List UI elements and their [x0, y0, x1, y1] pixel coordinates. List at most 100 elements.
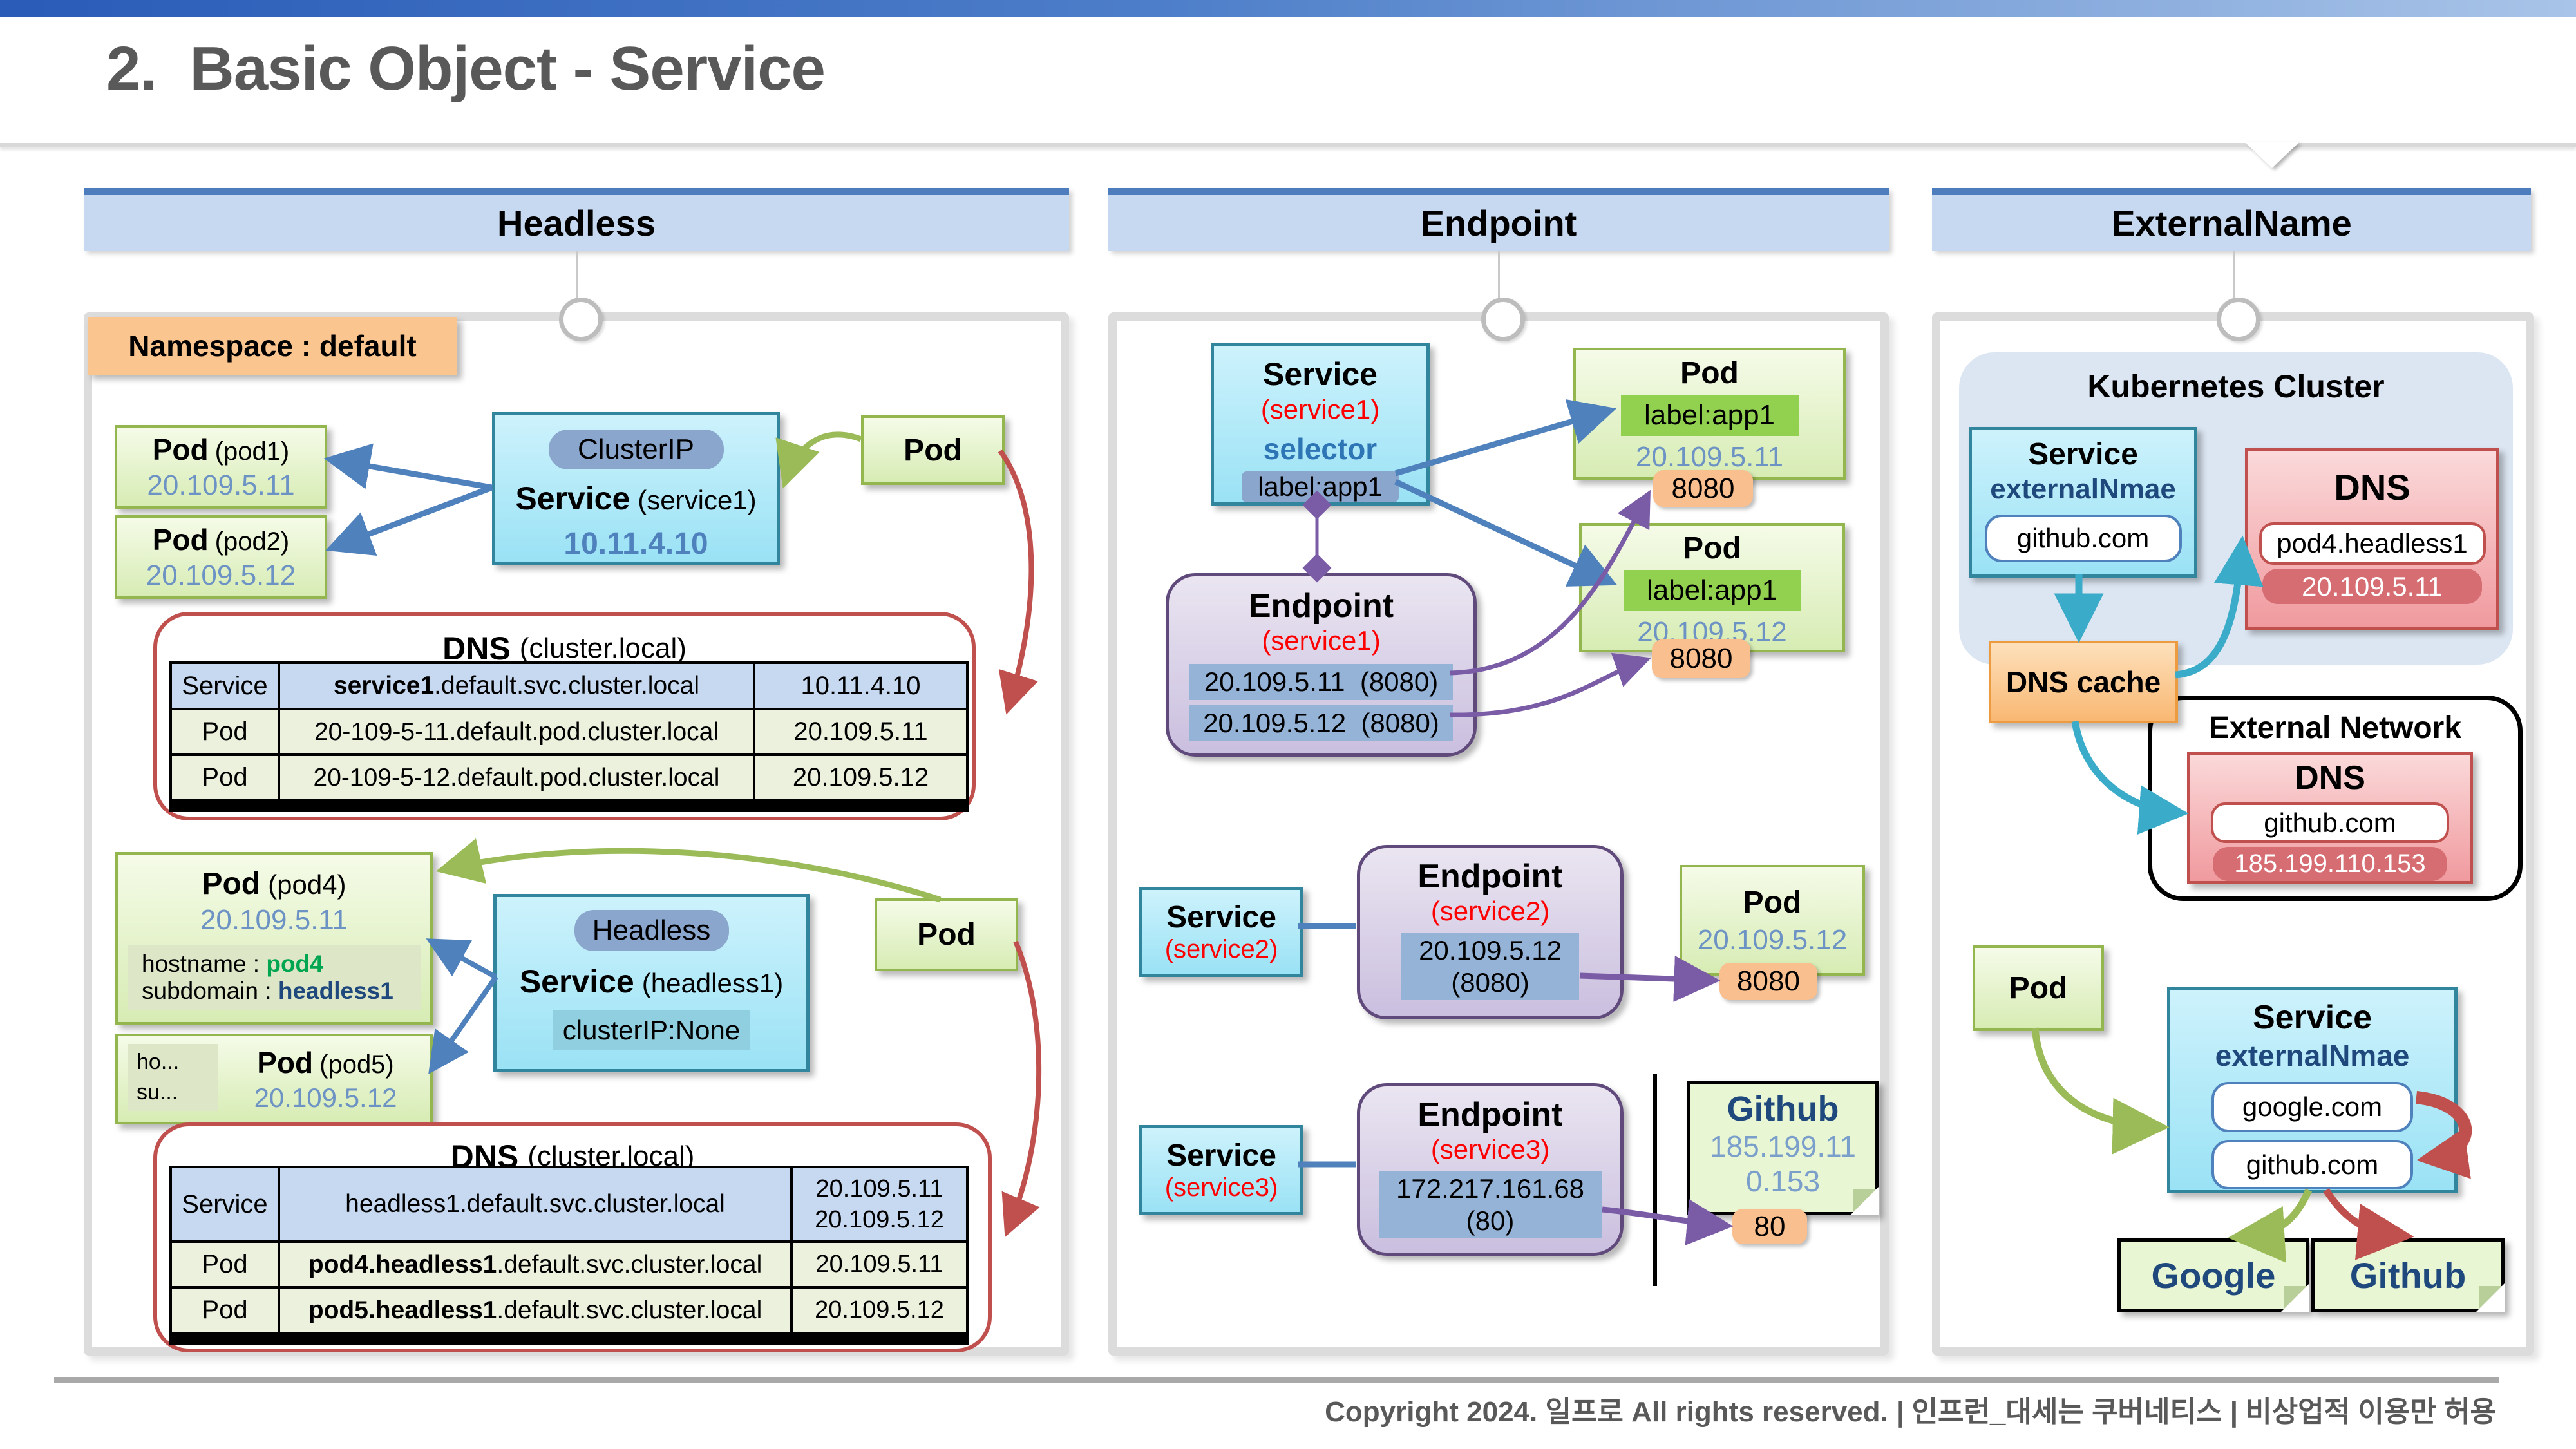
folded-corner-cut — [2476, 1283, 2505, 1312]
connector-line — [2233, 251, 2235, 301]
dns2-r3-ip: 20.109.5.12 — [793, 1289, 966, 1332]
ep-endpoint2-box: Endpoint (service2) 20.109.5.12(8080) — [1357, 845, 1624, 1019]
connector-line — [1498, 251, 1500, 301]
pod5-title: Pod(pod5) — [257, 1045, 394, 1079]
ep-poda-title: Pod — [1680, 356, 1739, 390]
ep-podb-title: Pod — [1683, 531, 1741, 565]
panel-header-endpoint: Endpoint — [1108, 188, 1889, 251]
dns-cache-box: DNS cache — [1989, 641, 2178, 723]
divider-notch-icon — [2245, 142, 2299, 168]
pod4-ip: 20.109.5.11 — [200, 904, 348, 936]
connector-ring — [559, 298, 603, 341]
ext-dns-top-box: DNS pod4.headless1 20.109.5.11 — [2245, 448, 2499, 630]
dns2-r2-type: Pod — [172, 1243, 278, 1286]
dns-table2: Service headless1.default.svc.cluster.lo… — [169, 1166, 969, 1345]
pod5-info: Pod(pod5) 20.109.5.12 — [221, 1036, 430, 1122]
pod5-hostname-trunc: ho... — [137, 1050, 180, 1074]
clusterip-service-box: ClusterIP Service(service1) 10.11.4.10 — [492, 412, 780, 565]
panel-header-externalname: ExternalName — [1932, 188, 2531, 251]
pod4-dns-fields: hostname : pod4 subdomain : headless1 — [128, 945, 421, 1010]
dns1-r1-domain: service1.default.svc.cluster.local — [280, 664, 753, 708]
ext-service-top-domain: github.com — [1984, 515, 2182, 562]
ext-service-top-box: Service externalNmae github.com — [1969, 427, 2197, 578]
dns2-r3-domain: pod5.headless1.default.svc.cluster.local — [280, 1289, 790, 1332]
dns1-r2-domain: 20-109-5-11.default.pod.cluster.local — [280, 710, 753, 753]
ep-endpoint3-row: 172.217.161.68(80) — [1379, 1171, 1602, 1238]
dns1-r3-domain: 20-109-5-12.default.pod.cluster.local — [280, 756, 753, 799]
ep-service2-name: Service — [1166, 900, 1276, 934]
pod2-title: Pod(pod2) — [152, 523, 290, 556]
namespace-label: Namespace : default — [88, 317, 457, 375]
ep-service3-box: Service (service3) — [1139, 1125, 1303, 1215]
ext-dns-ext-record: github.com — [2211, 802, 2449, 844]
clusterip-badge: ClusterIP — [548, 430, 724, 469]
ep-podb-box: Pod label:app1 20.109.5.12 — [1579, 523, 1845, 652]
ep-endpoint2-id: (service2) — [1430, 896, 1550, 926]
dns2-r2-ip: 20.109.5.11 — [793, 1243, 966, 1286]
ext-dns-ext-ip: 185.199.110.153 — [2213, 847, 2447, 881]
ep-endpoint1-row1: 20.109.5.11 (8080) — [1189, 664, 1453, 700]
pod4-title: Pod(pod4) — [202, 867, 346, 901]
network-boundary-bar — [1653, 1074, 1657, 1286]
ep-endpoint2-row: 20.109.5.12(8080) — [1401, 933, 1579, 1000]
ep-endpoint1-box: Endpoint (service1) 20.109.5.11 (8080) 2… — [1166, 573, 1477, 757]
ext-dns-ext-box: DNS github.com 185.199.110.153 — [2187, 752, 2473, 884]
ep-poda-port-tag: 8080 — [1653, 470, 1753, 507]
footer-divider — [54, 1377, 2499, 1383]
dns1-r3-ip: 20.109.5.12 — [755, 756, 966, 799]
service1-title: Service(service1) — [515, 480, 757, 516]
ep-endpoint1-row2: 20.109.5.12 (8080) — [1189, 705, 1453, 741]
ext-service-bottom-box: Service externalNmae google.com github.c… — [2167, 987, 2458, 1193]
headless-service-box: Headless Service(headless1) clusterIP:No… — [493, 894, 810, 1072]
pod1-box: Pod(pod1) 20.109.5.11 — [115, 425, 327, 509]
pod5-box: ho... su... Pod(pod5) 20.109.5.12 — [115, 1034, 433, 1124]
ep-podc-box: Pod 20.109.5.12 — [1680, 865, 1865, 976]
ep-service3-id: (service3) — [1164, 1173, 1278, 1202]
external-network-title: External Network — [2208, 711, 2462, 745]
ep-poda-label: label:app1 — [1620, 395, 1799, 436]
dns2-r2-domain: pod4.headless1.default.svc.cluster.local — [280, 1243, 790, 1286]
ep-endpoint2-name: Endpoint — [1417, 858, 1563, 895]
pod2-ip: 20.109.5.12 — [146, 560, 296, 591]
ep-endpoint3-id: (service3) — [1430, 1134, 1550, 1164]
dns1-r2-ip: 20.109.5.11 — [755, 710, 966, 753]
ep-selector-value: label:app1 — [1242, 471, 1399, 502]
ep-selector-label: selector — [1263, 432, 1378, 466]
ep-podb-port-tag: 8080 — [1652, 639, 1750, 678]
ep-github-port-tag: 80 — [1732, 1209, 1807, 1244]
ext-dns-top-ip: 20.109.5.11 — [2262, 569, 2482, 604]
ep-service3-name: Service — [1166, 1139, 1276, 1173]
ep-poda-box: Pod label:app1 20.109.5.11 — [1573, 348, 1846, 480]
pod4-hostname: hostname : pod4 — [142, 951, 323, 977]
top-accent-bar — [0, 0, 2576, 17]
pod2-box: Pod(pod2) 20.109.5.12 — [115, 515, 327, 599]
ext-service-bottom-type: externalNmae — [2215, 1039, 2410, 1072]
ext-dns-top-name: DNS — [2334, 467, 2410, 507]
ext-service-top-name: Service — [2028, 437, 2138, 471]
headless-service-title: Service(headless1) — [519, 963, 784, 999]
ext-service-bottom-domain2: github.com — [2211, 1140, 2413, 1189]
ep-service1-id: (service1) — [1260, 394, 1380, 424]
ep-endpoint3-box: Endpoint (service3) 172.217.161.68(80) — [1357, 1083, 1624, 1256]
kubernetes-cluster-title: Kubernetes Cluster — [2087, 368, 2385, 404]
ep-podc-port-tag: 8080 — [1719, 963, 1817, 1000]
title-divider — [0, 143, 2576, 147]
dns1-r2-type: Pod — [172, 710, 278, 753]
ext-service-bottom-domain1: google.com — [2211, 1082, 2413, 1132]
dns-table1: Service service1.default.svc.cluster.loc… — [169, 661, 969, 812]
ep-service2-box: Service (service2) — [1139, 887, 1303, 977]
ep-podc-ip: 20.109.5.12 — [1697, 923, 1848, 956]
clusterip-none-label: clusterIP:None — [553, 1010, 750, 1050]
panel-header-headless: Headless — [84, 188, 1069, 251]
service1-clusterip: 10.11.4.10 — [564, 527, 708, 561]
pod1-ip: 20.109.5.11 — [147, 469, 295, 501]
pod1-title: Pod(pod1) — [152, 433, 290, 466]
dns1-title: DNS (cluster.local) — [442, 630, 687, 667]
footer-copyright: Copyright 2024. 일프로 All rights reserved.… — [1325, 1396, 2496, 1428]
ep-endpoint3-name: Endpoint — [1417, 1096, 1563, 1133]
pod4-subdomain: subdomain : headless1 — [142, 978, 393, 1004]
ext-service-top-type: externalNmae — [1990, 473, 2176, 505]
